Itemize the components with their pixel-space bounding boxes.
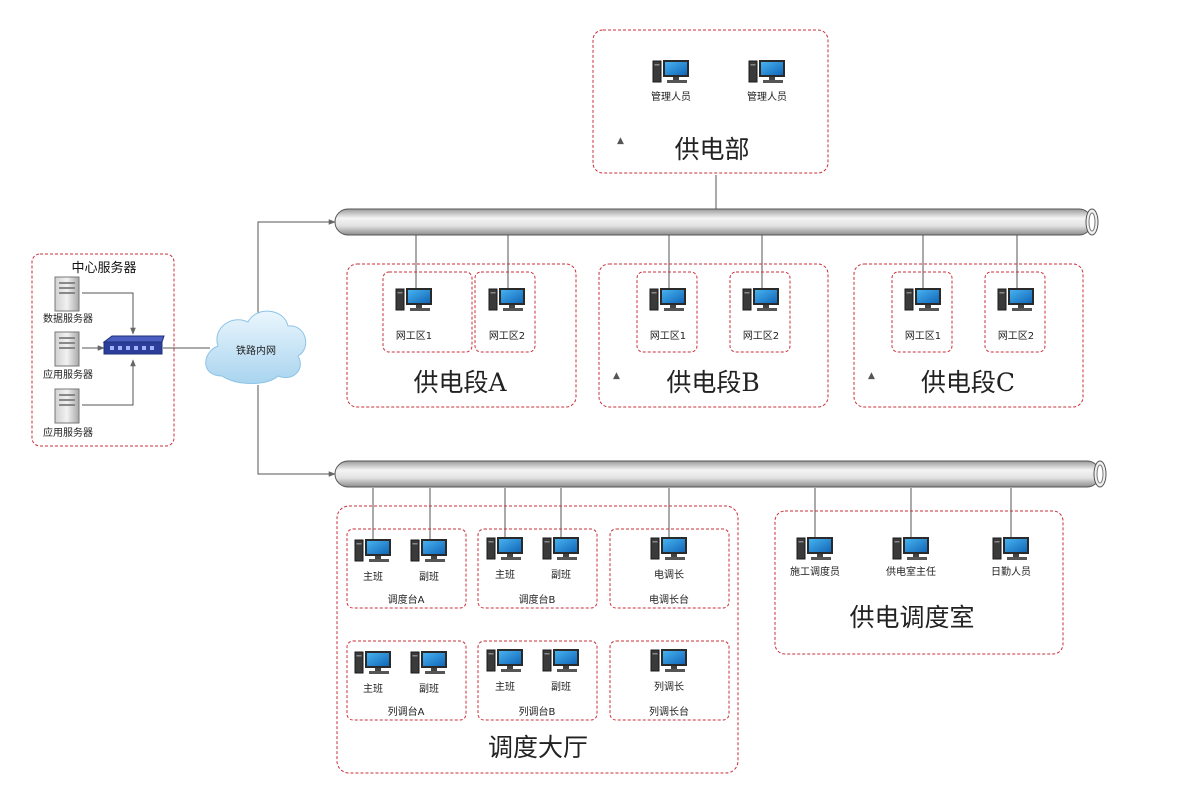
desktop-computer-icon: [486, 649, 523, 672]
section-box-a: 供电段A: [346, 263, 577, 408]
server-label: 数据服务器: [43, 312, 93, 325]
workstation-label: 主班: [495, 681, 515, 693]
workstation-label: 日勤人员: [991, 565, 1031, 578]
section-box-b: ▲ 供电段B: [598, 263, 829, 408]
desk-title: 列调长台: [649, 705, 689, 718]
dispatch-room-title: 供电调度室: [849, 603, 974, 632]
workstation-label: 列调长: [654, 680, 684, 693]
server-label: 应用服务器: [43, 426, 93, 439]
workstation-label: 副班: [419, 683, 439, 695]
workstation-label: 网工区2: [489, 330, 525, 342]
workstation-label: 主班: [363, 571, 383, 583]
dispatch-hall-box: 调度大厅: [336, 505, 739, 774]
desk-title: 调度台B: [519, 593, 556, 606]
section-title: 供电段A: [413, 368, 507, 397]
workstation-label: 管理人员: [651, 90, 691, 103]
server-label: 应用服务器: [43, 368, 93, 381]
center-title: 中心服务器: [71, 260, 136, 276]
workstation-label: 网工区1: [396, 330, 432, 342]
center-server-group: 中心服务器 数据服务器 应用服务器 应用服务器: [31, 253, 175, 447]
dispatch-room-box: 供电调度室: [774, 510, 1064, 655]
section-title: 供电段B: [666, 368, 759, 397]
workstation-label: 管理人员: [747, 90, 787, 103]
cloud-icon: 铁路内网: [205, 310, 307, 384]
desktop-computer-icon: [410, 651, 447, 674]
desk-title: 调度台A: [388, 593, 425, 606]
backbone-bus-top: [334, 208, 1099, 236]
workstation-label: 网工区2: [743, 330, 779, 342]
desktop-computer-icon: [748, 60, 785, 83]
desk-title: 列调台B: [519, 705, 556, 718]
hall-title: 调度大厅: [488, 733, 588, 762]
collapse-marker-icon: ▲: [617, 136, 624, 146]
desktop-computer-icon: [650, 649, 687, 672]
desktop-computer-icon: [992, 537, 1029, 560]
desktop-computer-icon: [652, 60, 689, 83]
desktop-computer-icon: [410, 539, 447, 562]
workstation-label: 网工区1: [650, 330, 686, 342]
desktop-computer-icon: [650, 537, 687, 560]
backbone-bus-bottom: [334, 460, 1107, 488]
network-switch-icon: [102, 335, 165, 355]
desktop-computer-icon: [796, 537, 833, 560]
desktop-computer-icon: [542, 537, 579, 560]
workstation-label: 主班: [495, 569, 515, 581]
server-tower-icon: [54, 388, 80, 424]
desktop-computer-icon: [486, 537, 523, 560]
workstation-label: 网工区2: [998, 330, 1034, 342]
desktop-computer-icon: [488, 288, 525, 311]
desk-title: 电调长台: [649, 593, 689, 606]
collapse-marker-icon: ▲: [868, 371, 875, 381]
desktop-computer-icon: [997, 288, 1034, 311]
section-title: 供电段C: [921, 368, 1015, 397]
section-box-c: ▲ 供电段C: [853, 263, 1084, 408]
workstation-label: 供电室主任: [886, 565, 936, 578]
desktop-computer-icon: [395, 288, 432, 311]
workstation-label: 网工区1: [905, 330, 941, 342]
desktop-computer-icon: [904, 288, 941, 311]
workstation-label: 副班: [551, 681, 571, 693]
workstation-label: 电调长: [654, 568, 684, 581]
desktop-computer-icon: [649, 288, 686, 311]
desktop-computer-icon: [892, 537, 929, 560]
desktop-computer-icon: [742, 288, 779, 311]
workstation-label: 副班: [419, 571, 439, 583]
workstation-label: 主班: [363, 683, 383, 695]
cloud-label: 铁路内网: [236, 344, 276, 357]
collapse-marker-icon: ▲: [613, 371, 620, 381]
hq-box: ▲ 供电部: [592, 29, 829, 174]
server-tower-icon: [54, 331, 80, 367]
desktop-computer-icon: [542, 649, 579, 672]
workstation-label: 施工调度员: [790, 565, 840, 578]
desk-title: 列调台A: [388, 705, 425, 718]
desktop-computer-icon: [354, 651, 391, 674]
desktop-computer-icon: [354, 539, 391, 562]
server-tower-icon: [54, 276, 80, 312]
workstation-label: 副班: [551, 569, 571, 581]
hq-title: 供电部: [674, 135, 749, 164]
